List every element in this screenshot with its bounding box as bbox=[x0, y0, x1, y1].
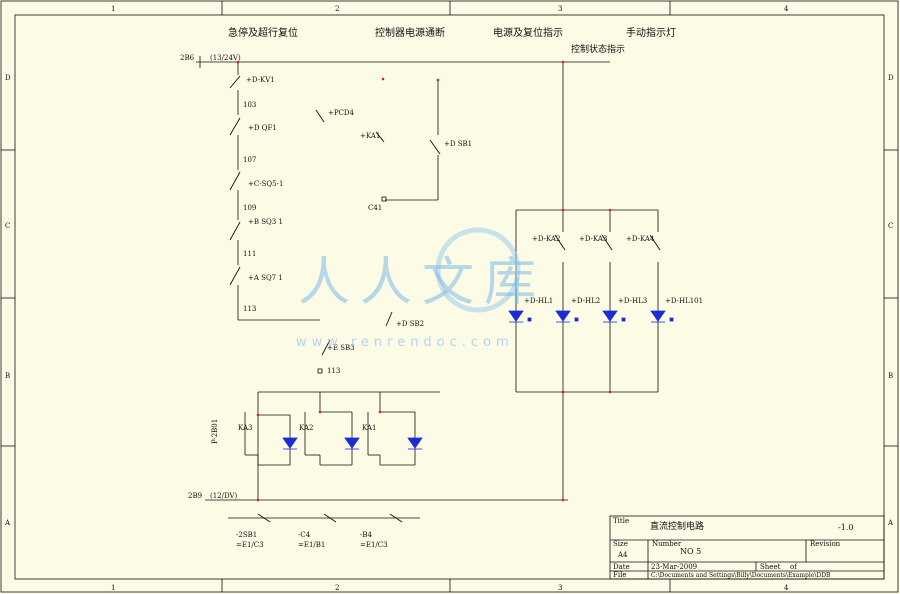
title-label: Title bbox=[613, 517, 629, 525]
watermark-text: 人人文库 bbox=[298, 253, 546, 313]
col-label-2-top: 2 bbox=[335, 5, 339, 13]
coil-ka2-label: KA2 bbox=[299, 424, 313, 432]
relay-ka3-label: +D-KA3 bbox=[579, 235, 607, 243]
revision-label: Revision bbox=[810, 540, 841, 548]
frame-labels: 1 2 3 4 1 2 3 4 D C B A D C B A bbox=[4, 5, 894, 592]
row-label-b-right: B bbox=[888, 372, 893, 380]
contact-sb2-label: +D SB2 bbox=[396, 320, 424, 328]
node-113b-label: 113 bbox=[327, 367, 340, 375]
header-estop-reset: 急停及超行复位 bbox=[228, 26, 298, 39]
col-label-1-top: 1 bbox=[111, 5, 115, 13]
switch-contacts bbox=[229, 75, 661, 523]
size-label: Size bbox=[613, 540, 628, 548]
row-label-d-left: D bbox=[5, 74, 11, 82]
col-label-3-bottom: 3 bbox=[558, 584, 562, 592]
bottom-contact-2-ref: =E1/B1 bbox=[298, 541, 325, 549]
node-109-label: 109 bbox=[243, 204, 256, 212]
bus-top-label: 2B6 bbox=[180, 54, 195, 62]
relay-ka4-label: +D-KA4 bbox=[626, 235, 655, 243]
contact-ka1-label: +KA1 bbox=[360, 132, 380, 140]
junction-dots bbox=[236, 60, 612, 502]
bottom-contact-2-name: -C4 bbox=[298, 531, 311, 539]
terminal-c41-label: C41 bbox=[368, 204, 382, 212]
title-value: 直流控制电路 bbox=[650, 520, 704, 532]
node-107-label: 107 bbox=[243, 156, 256, 164]
contact-sq7-label: +A SQ7 1 bbox=[248, 274, 283, 282]
bus-bottom-voltage: (12/DV) bbox=[210, 492, 238, 500]
header-manual-indicator: 手动指示灯 bbox=[626, 26, 676, 39]
indicator-leds bbox=[508, 310, 674, 323]
size-value: A4 bbox=[617, 551, 628, 559]
bottom-contact-labels: -2SB1 =E1/C3 -C4 =E1/B1 -B4 =E1/C3 bbox=[236, 531, 388, 549]
contact-qf1-label: +D QF1 bbox=[248, 124, 277, 132]
row-label-a-right: A bbox=[887, 519, 894, 527]
row-label-c-left: C bbox=[5, 222, 10, 230]
contact-sb3-label: +E SB3 bbox=[327, 344, 355, 352]
bus-top-voltage: (13/24V) bbox=[210, 54, 241, 62]
bus-bottom-label: 2B9 bbox=[188, 492, 202, 500]
contact-sq5-label: +C-SQ5-1 bbox=[248, 180, 283, 188]
header-controller-power: 控制器电源通断 bbox=[375, 26, 445, 39]
node-103-label: 103 bbox=[243, 101, 256, 109]
relay-ka2-label: +D-KA2 bbox=[532, 235, 560, 243]
coil-ka1-label: KA1 bbox=[362, 424, 376, 432]
watermark: 人人文库 www.renrendoc.com bbox=[296, 227, 546, 350]
lamp-hl2-label: +D-HL2 bbox=[571, 297, 600, 305]
bottom-contact-3-ref: =E1/C3 bbox=[360, 541, 388, 549]
col-label-3-top: 3 bbox=[558, 5, 562, 13]
sheet-value: of bbox=[790, 563, 798, 571]
contact-sb1-label: +D SB1 bbox=[444, 140, 472, 148]
section-headers: 急停及超行复位 控制器电源通断 电源及复位指示 手动指示灯 控制状态指示 bbox=[228, 26, 676, 55]
contact-sq3-label: +B SQ3 1 bbox=[248, 218, 283, 226]
row-label-d-right: D bbox=[888, 74, 894, 82]
contact-pcd-label: +PCD4 bbox=[328, 109, 355, 117]
date-value: 23-Mar-2009 bbox=[651, 563, 697, 571]
left-chain-labels: +D-KV1 103 +D QF1 107 +C-SQ5-1 109 +B SQ… bbox=[243, 76, 424, 375]
number-label: Number bbox=[652, 540, 682, 548]
col-label-4-top: 4 bbox=[784, 5, 789, 13]
lamp-hl3-label: +D-HL3 bbox=[618, 297, 647, 305]
bottom-contact-1-ref: =E1/C3 bbox=[236, 541, 264, 549]
coil-ka3-label: KA3 bbox=[238, 424, 252, 432]
bus-labels: 2B6 (13/24V) 2B9 (12/DV) bbox=[180, 54, 241, 500]
watermark-url: www.renrendoc.com bbox=[296, 335, 514, 350]
contact-kv1-label: +D-KV1 bbox=[246, 76, 275, 84]
lamp-hl1-label: +D-HL1 bbox=[524, 297, 553, 305]
terminals bbox=[317, 196, 387, 374]
title-block-text: Title 直流控制电路 -1.0 Size A4 Number NO 5 Re… bbox=[613, 517, 853, 579]
lamp-labels: +D-HL1 +D-HL2 +D-HL3 +D-HL101 bbox=[524, 297, 703, 305]
row-label-c-right: C bbox=[888, 222, 893, 230]
node-113-label: 113 bbox=[243, 305, 256, 313]
node-111-label: 111 bbox=[243, 250, 256, 258]
header-power-reset-indicator: 电源及复位指示 bbox=[493, 26, 563, 39]
sheet-label: Sheet bbox=[760, 563, 781, 571]
coil-group-label: P-2B01 bbox=[211, 419, 219, 444]
bottom-contact-3-name: -B4 bbox=[360, 531, 373, 539]
lamp-hl101-label: +D-HL101 bbox=[665, 297, 703, 305]
controller-power-labels: +PCD4 +KA1 +D SB1 C41 bbox=[328, 109, 472, 212]
file-value: C:\Documents and Settings\Billy\Document… bbox=[651, 572, 831, 579]
bottom-contact-1-name: -2SB1 bbox=[236, 531, 257, 539]
relay-contact-labels: +D-KA2 +D-KA3 +D-KA4 bbox=[532, 235, 655, 243]
title-block bbox=[609, 515, 885, 580]
number-value: NO 5 bbox=[680, 547, 701, 556]
row-label-b-left: B bbox=[5, 372, 10, 380]
date-label: Date bbox=[613, 563, 630, 571]
col-label-2-bottom: 2 bbox=[335, 584, 339, 592]
col-label-1-bottom: 1 bbox=[111, 584, 115, 592]
coil-labels: P-2B01 KA3 KA2 KA1 bbox=[211, 419, 376, 444]
file-label: File bbox=[613, 571, 626, 579]
watermark-ring bbox=[435, 227, 521, 313]
row-label-a-left: A bbox=[4, 519, 11, 527]
coil-diodes bbox=[282, 437, 423, 450]
title-code: -1.0 bbox=[838, 523, 853, 532]
header-control-state-indicator: 控制状态指示 bbox=[571, 43, 625, 55]
col-label-4-bottom: 4 bbox=[784, 584, 789, 592]
